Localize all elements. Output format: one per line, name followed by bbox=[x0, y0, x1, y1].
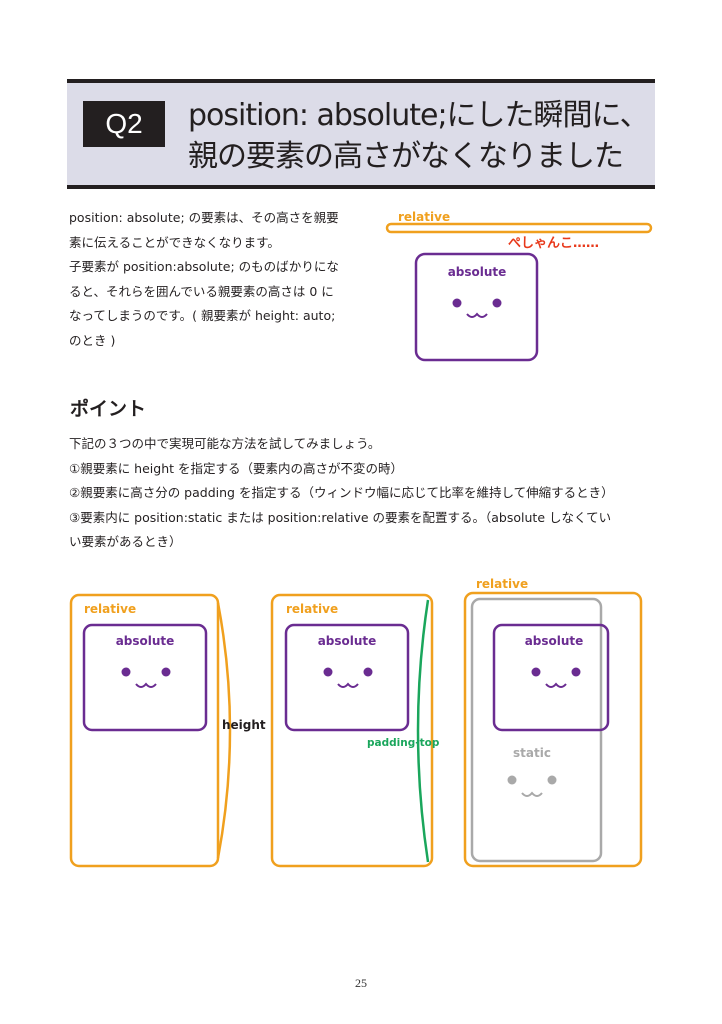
relative-box bbox=[69, 593, 220, 868]
eye-right bbox=[161, 667, 171, 677]
title-line-1: position: absolute;にした瞬間に、 bbox=[188, 98, 650, 133]
section-title: ポイント bbox=[70, 398, 147, 420]
collapse-label: ぺしゃんこ…… bbox=[508, 236, 599, 251]
relative-label: relative bbox=[398, 210, 450, 224]
bottom-diagram-height: relative height absolute bbox=[69, 593, 266, 868]
height-label: height bbox=[222, 718, 266, 732]
static-label: static bbox=[513, 746, 551, 760]
height-bracket bbox=[216, 602, 232, 859]
points-list: 下記の３つの中で実現可能な方法を試してみましょう。 ①親要素に height を… bbox=[69, 432, 669, 555]
intro-line: なってしまうのです。( 親要素が height: auto; bbox=[69, 308, 336, 323]
absolute-label: absolute bbox=[116, 634, 175, 648]
static-eye-left bbox=[507, 775, 517, 785]
mouth bbox=[466, 312, 488, 318]
relative-label: relative bbox=[84, 602, 136, 616]
padding-bracket bbox=[416, 599, 430, 863]
point-item-2: ②親要素に高さ分の padding を指定する（ウィンドウ幅に応じて比率を維持し… bbox=[69, 485, 614, 500]
intro-paragraph: position: absolute; の要素は、その高さを親要 素に伝えること… bbox=[69, 206, 369, 353]
eye-right bbox=[571, 667, 581, 677]
mouth bbox=[545, 682, 567, 688]
absolute-box bbox=[82, 623, 208, 732]
mouth bbox=[135, 682, 157, 688]
page-title: position: absolute;にした瞬間に、 親の要素の高さがなくなりま… bbox=[188, 95, 658, 177]
relative-label: relative bbox=[286, 602, 338, 616]
eye-left bbox=[323, 667, 333, 677]
relative-box bbox=[270, 593, 434, 868]
relative-label: relative bbox=[476, 577, 528, 591]
question-badge: Q2 bbox=[83, 101, 165, 147]
relative-box bbox=[463, 591, 643, 868]
points-intro: 下記の３つの中で実現可能な方法を試してみましょう。 bbox=[69, 436, 381, 451]
absolute-box bbox=[414, 252, 539, 362]
bottom-diagram-padding: relative padding-top absolute bbox=[270, 593, 440, 868]
eye-left bbox=[452, 298, 462, 308]
absolute-label: absolute bbox=[525, 634, 584, 648]
eye-right bbox=[363, 667, 373, 677]
page-number: 25 bbox=[355, 976, 367, 990]
point-item-3-cont: い要素があるとき） bbox=[69, 534, 182, 549]
static-eye-right bbox=[547, 775, 557, 785]
intro-line: position: absolute; の要素は、その高さを親要 bbox=[69, 210, 339, 225]
top-diagram: relative ぺしゃんこ…… absolute bbox=[385, 210, 653, 362]
bottom-diagram-static: relative absolute static bbox=[463, 577, 643, 868]
intro-line: 子要素が position:absolute; のものばかりにな bbox=[69, 259, 339, 274]
absolute-label: absolute bbox=[318, 634, 377, 648]
intro-line: 素に伝えることができなくなります。 bbox=[69, 234, 280, 250]
point-item-1: ①親要素に height を指定する（要素内の高さが不変の時） bbox=[69, 460, 403, 476]
point-item-3: ③要素内に position:static または position:relat… bbox=[69, 509, 612, 525]
absolute-box bbox=[492, 623, 610, 732]
absolute-label: absolute bbox=[448, 265, 507, 279]
page-header: Q2 position: absolute;にした瞬間に、 親の要素の高さがなく… bbox=[67, 79, 655, 189]
intro-line: のとき ) bbox=[69, 332, 116, 348]
eye-right bbox=[492, 298, 502, 308]
padding-label: padding-top bbox=[367, 737, 440, 749]
eye-left bbox=[531, 667, 541, 677]
collapsed-relative-box bbox=[385, 222, 653, 234]
mouth bbox=[337, 682, 359, 688]
absolute-box bbox=[284, 623, 410, 732]
eye-left bbox=[121, 667, 131, 677]
title-line-2: 親の要素の高さがなくなりました bbox=[188, 139, 624, 174]
intro-line: ると、それらを囲んでいる親要素の高さは 0 に bbox=[69, 283, 334, 299]
static-mouth bbox=[521, 791, 543, 797]
